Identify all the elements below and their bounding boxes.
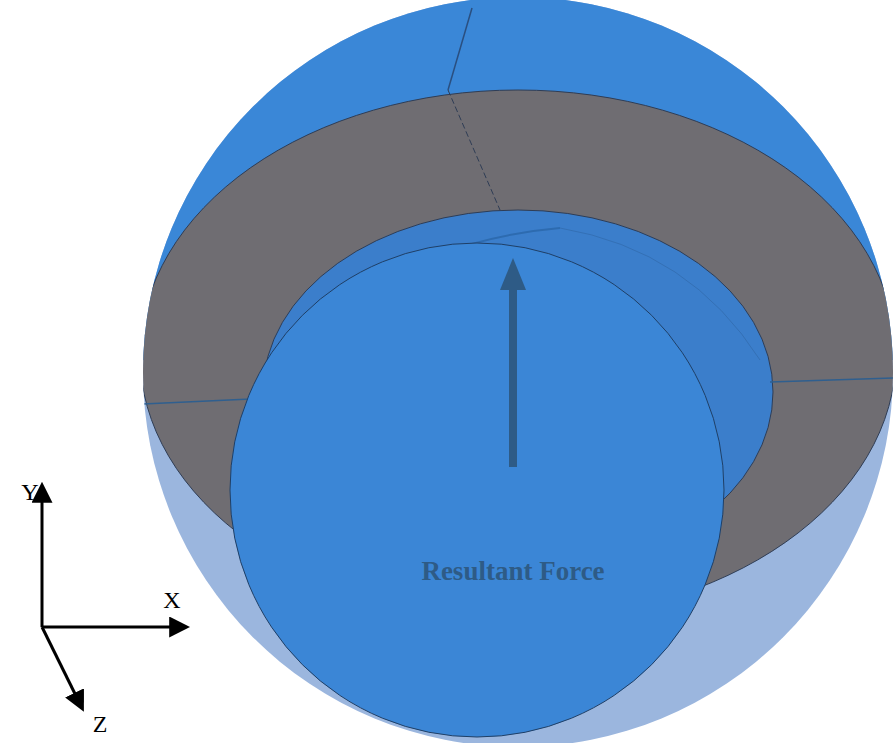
force-arrow (509, 290, 517, 467)
cylinder-disk (230, 243, 724, 737)
axis-label: Z (93, 711, 108, 737)
axis-label: Y (21, 479, 38, 505)
axis-label: X (163, 587, 180, 613)
axis-triad (42, 486, 186, 708)
force-label: Resultant Force (421, 557, 604, 587)
